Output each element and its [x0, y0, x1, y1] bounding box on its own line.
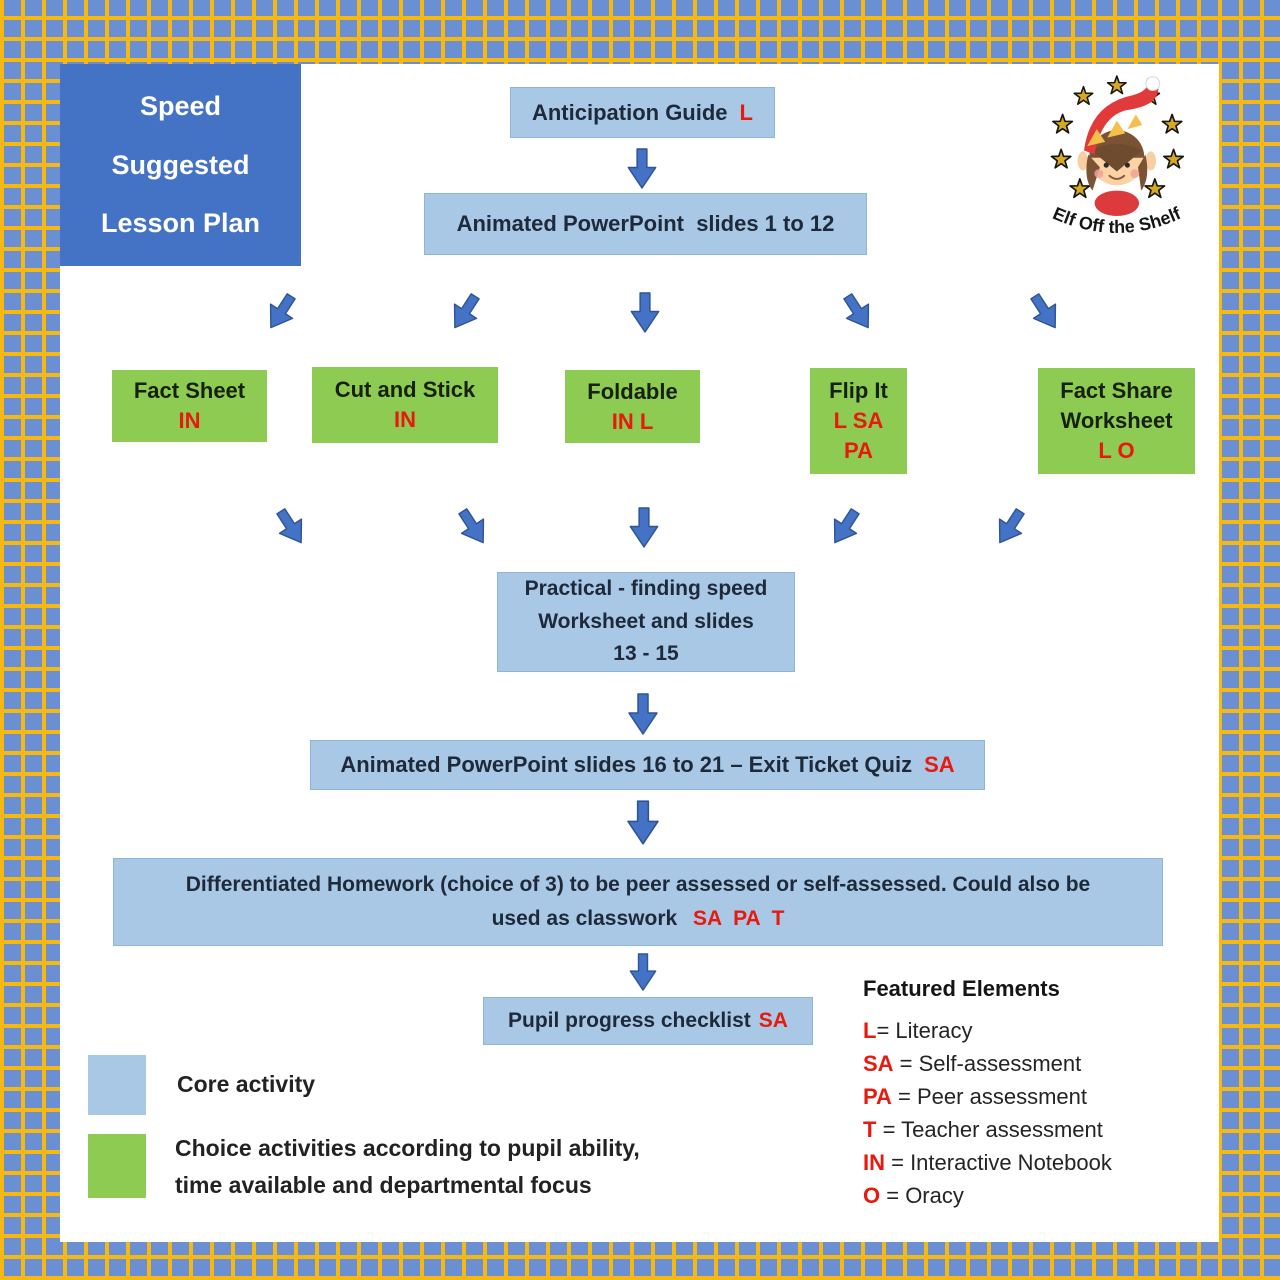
checklist-tags: SA — [758, 1009, 788, 1032]
choice-label: Fact Share — [1060, 378, 1173, 404]
key-label: = Literacy — [876, 1018, 973, 1043]
key-abbr: O — [863, 1183, 881, 1208]
arrow-down-left-icon — [442, 288, 487, 337]
title-line: Speed — [139, 91, 222, 122]
anticipation-guide-box: Anticipation Guide L — [510, 87, 775, 138]
choice-tags: IN — [178, 408, 201, 433]
checklist-label: Pupil progress checklist — [508, 1009, 751, 1032]
choice-box-foldable: Foldable IN L — [565, 370, 700, 443]
choice-label: Worksheet — [1060, 408, 1173, 434]
key-abbr: T — [863, 1117, 877, 1142]
key-label: = Teacher assessment — [876, 1117, 1103, 1142]
choice-label: Flip It — [829, 378, 888, 404]
choice-activity-line: Choice activities according to pupil abi… — [175, 1135, 640, 1161]
powerpoint-exit-box: Animated PowerPoint slides 16 to 21 – Ex… — [310, 740, 985, 790]
core-activity-swatch — [88, 1055, 146, 1115]
key-item: IN = Interactive Notebook — [863, 1146, 1213, 1179]
key-label: = Self-assessment — [893, 1051, 1082, 1076]
elf-character — [1077, 76, 1161, 216]
key-item: T = Teacher assessment — [863, 1113, 1213, 1146]
title-box: Speed Suggested Lesson Plan — [60, 64, 301, 266]
homework-tags: SA PA T — [693, 907, 785, 930]
powerpoint-exit-label: Animated PowerPoint slides 16 to 21 – Ex… — [340, 752, 913, 777]
choice-tags: L SA — [833, 408, 884, 434]
choice-tags: IN L — [611, 408, 654, 434]
arrow-down-right-icon — [835, 288, 880, 337]
key-label: = Peer assessment — [891, 1084, 1087, 1109]
choice-label: Fact Sheet — [133, 378, 246, 404]
arrow-down-right-icon — [1022, 288, 1067, 337]
arrow-down-icon — [627, 148, 657, 189]
choice-tags: L O — [1098, 437, 1135, 463]
arrow-down-icon — [630, 292, 660, 333]
homework-box: Differentiated Homework (choice of 3) to… — [113, 858, 1163, 946]
anticipation-guide-label: Anticipation Guide — [531, 99, 728, 125]
choice-box-flip-it: Flip It L SA PA — [810, 368, 907, 474]
arrow-down-left-icon — [987, 503, 1032, 552]
title-line: Suggested — [111, 149, 250, 180]
homework-line: Differentiated Homework (choice of 3) to… — [185, 873, 1091, 897]
powerpoint-exit-tags: SA — [924, 752, 955, 777]
choice-tags: PA — [844, 437, 873, 463]
key-label: = Interactive Notebook — [885, 1150, 1112, 1175]
powerpoint-intro-box: Animated PowerPoint slides 1 to 12 — [424, 193, 867, 255]
arrow-down-icon — [629, 507, 659, 548]
arrow-down-icon — [628, 953, 658, 991]
practical-box: Practical - finding speed Worksheet and … — [497, 572, 795, 672]
choice-activity-label: Choice activities according to pupil abi… — [175, 1130, 640, 1204]
pupil-progress-checklist-box: Pupil progress checklist SA — [483, 997, 813, 1045]
practical-line: Worksheet and slides — [538, 609, 754, 633]
key-item: O = Oracy — [863, 1179, 1213, 1212]
arrow-down-right-icon — [268, 503, 313, 552]
choice-label: Foldable — [587, 378, 678, 404]
key-item: L= Literacy — [863, 1014, 1213, 1047]
choice-box-fact-sheet: Fact Sheet IN — [112, 370, 267, 442]
elf-off-the-shelf-logo: Elf Off the Shelf — [1035, 72, 1205, 252]
choice-activity-line: time available and departmental focus — [175, 1172, 592, 1198]
powerpoint-intro-label: Animated PowerPoint slides 1 to 12 — [456, 211, 835, 236]
arrow-down-left-icon — [822, 503, 867, 552]
choice-box-cut-and-stick: Cut and Stick IN — [312, 367, 498, 443]
title-line: Lesson Plan — [100, 207, 261, 238]
arrow-down-icon — [627, 800, 659, 845]
key-item: PA = Peer assessment — [863, 1080, 1213, 1113]
choice-box-fact-share-worksheet: Fact Share Worksheet L O — [1038, 368, 1195, 474]
arrow-down-icon — [628, 693, 658, 735]
lesson-plan-canvas: Speed Suggested Lesson Plan — [60, 64, 1219, 1242]
key-abbr: IN — [863, 1150, 885, 1175]
core-activity-label: Core activity — [177, 1071, 316, 1097]
arrow-down-left-icon — [258, 288, 303, 337]
choice-activity-swatch — [88, 1134, 146, 1198]
elf-logo-graphic: Elf Off the Shelf — [1050, 75, 1185, 237]
key-item: SA = Self-assessment — [863, 1047, 1213, 1080]
key-abbr: L — [863, 1018, 877, 1043]
key-abbr: PA — [863, 1084, 892, 1109]
featured-elements-title: Featured Elements — [863, 976, 1060, 1001]
featured-elements-key: Featured Elements L= Literacy SA = Self-… — [863, 976, 1213, 1212]
key-label: = Oracy — [880, 1183, 964, 1208]
arrow-down-right-icon — [450, 503, 495, 552]
anticipation-guide-tags: L — [739, 99, 753, 125]
practical-line: 13 - 15 — [613, 642, 679, 666]
practical-line: Practical - finding speed — [524, 577, 768, 601]
homework-line: used as classwork — [491, 907, 678, 930]
choice-tags: IN — [394, 407, 416, 432]
choice-label: Cut and Stick — [334, 377, 476, 403]
key-abbr: SA — [863, 1051, 894, 1076]
